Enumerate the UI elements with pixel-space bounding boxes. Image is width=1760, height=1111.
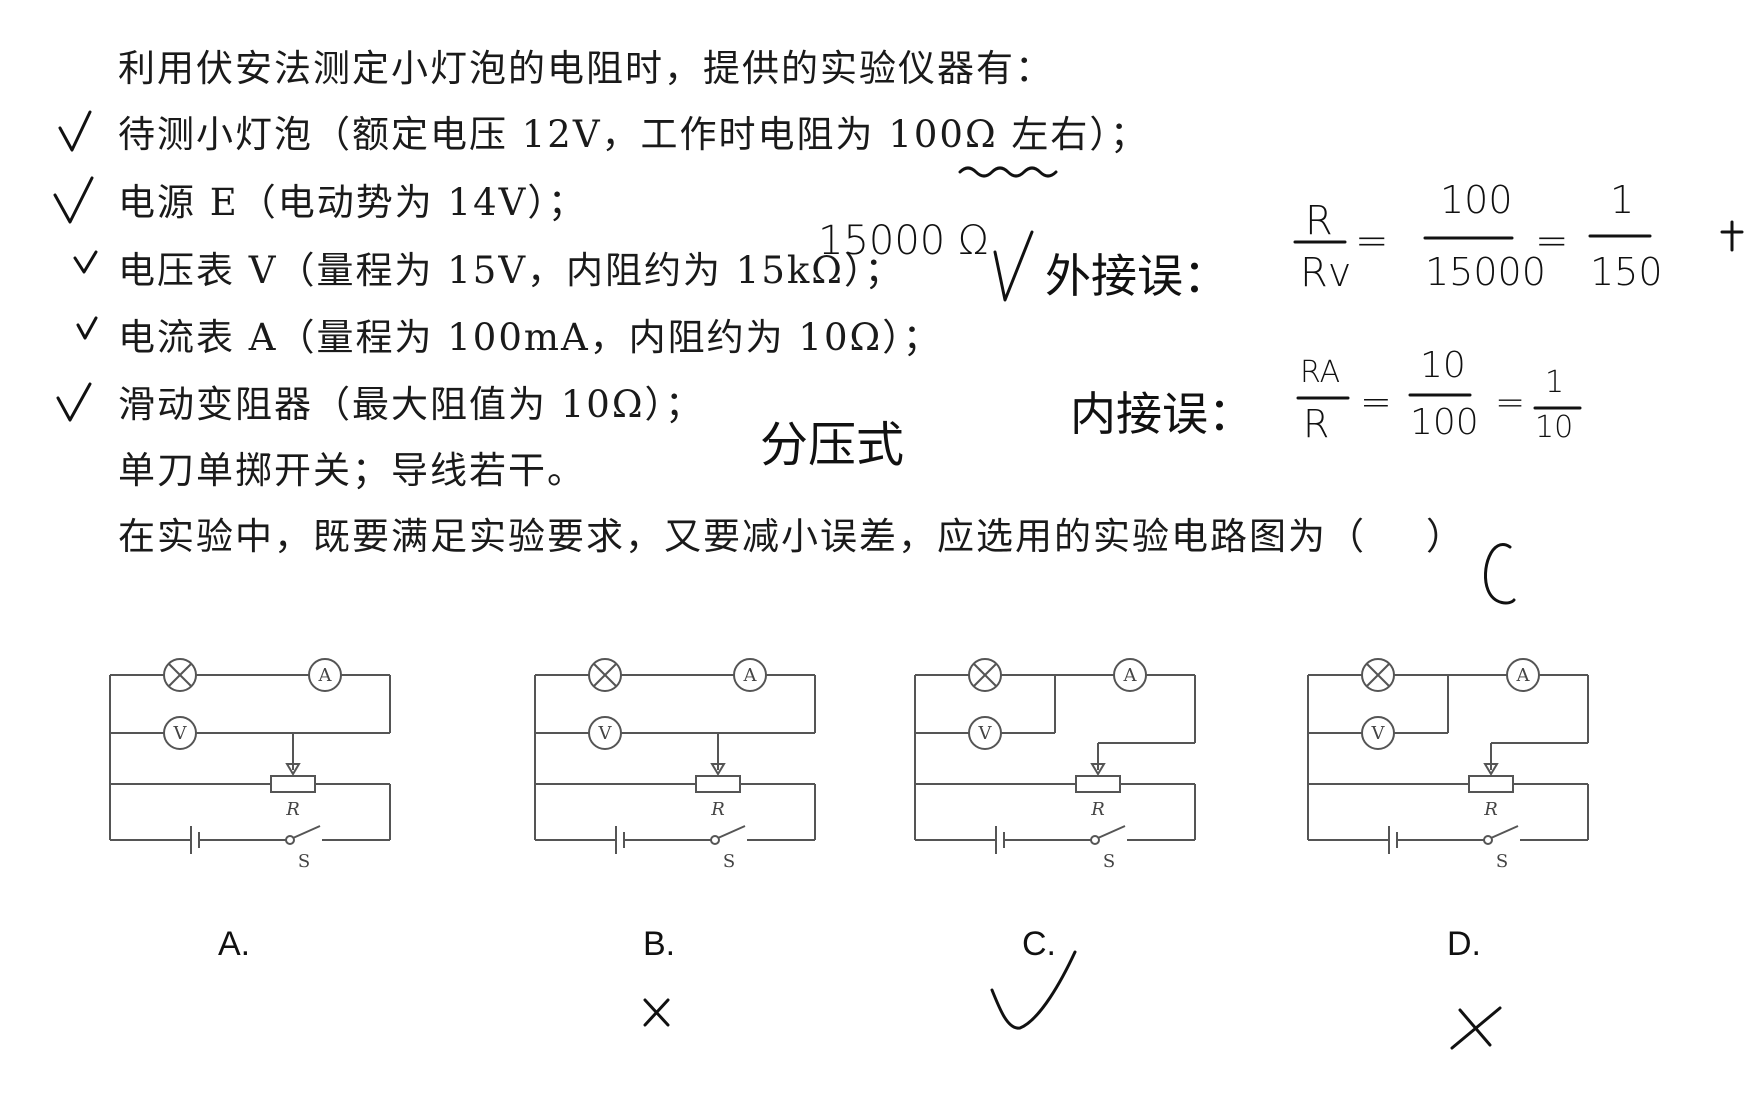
note-internal-frac2-den: 10 xyxy=(1535,410,1574,445)
item-rheostat: 滑动变阻器（最大阻值为 10Ω）； xyxy=(118,383,705,426)
switch-label: S xyxy=(298,851,310,872)
item-voltmeter: 电压表 V（量程为 15V，内阻约为 15kΩ）； xyxy=(118,249,904,292)
switch-blade xyxy=(292,825,321,839)
check-mark-2 xyxy=(53,176,94,224)
option-b-cross-2 xyxy=(643,998,670,1027)
note-internal-frac1-den: 100 xyxy=(1410,402,1479,443)
note-equals-2: = xyxy=(1535,218,1569,264)
rheostat-arrow xyxy=(710,763,726,776)
option-label-b[interactable]: B. xyxy=(643,925,676,963)
rheostat-label: R xyxy=(710,799,725,820)
note-external-frac2-num: 1 xyxy=(1610,178,1635,222)
note-equals-4: = xyxy=(1495,382,1526,423)
option-label-d[interactable]: D. xyxy=(1447,925,1481,963)
rheostat-icon xyxy=(270,775,316,793)
check-mark-3 xyxy=(73,250,98,274)
voltmeter-icon-label: V xyxy=(598,723,613,744)
note-internal-den: R xyxy=(1303,402,1330,446)
rheostat-icon xyxy=(1075,775,1121,793)
note-internal-num: RA xyxy=(1300,355,1341,390)
bulb-cross xyxy=(168,663,192,687)
answer-c-mark xyxy=(1483,543,1516,605)
switch-blade xyxy=(1490,825,1519,839)
note-internal-frac1-num: 10 xyxy=(1420,345,1466,386)
rheostat-icon xyxy=(695,775,741,793)
note-voltmeter-resistance: 15000 Ω xyxy=(818,218,989,264)
note-external-den: Rv xyxy=(1300,250,1352,296)
ammeter-icon-label: A xyxy=(1123,665,1138,686)
note-external-label: 外接误： xyxy=(1045,249,1229,303)
switch-label: S xyxy=(1103,851,1115,872)
item-ammeter: 电流表 A（量程为 100mA，内阻约为 10Ω）； xyxy=(118,316,942,359)
question-stem: 在实验中，既要满足实验要求，又要减小误差，应选用的实验电路图为（ xyxy=(118,515,1366,558)
switch-label: S xyxy=(723,851,735,872)
problem-intro: 利用伏安法测定小灯泡的电阻时，提供的实验仪器有： xyxy=(118,47,1054,90)
check-mark-4 xyxy=(76,316,98,340)
underline-squiggle xyxy=(958,166,1058,178)
switch-blade xyxy=(717,825,746,839)
switch-label: S xyxy=(1496,851,1508,872)
voltmeter-icon-label: V xyxy=(978,723,993,744)
voltmeter-icon-label: V xyxy=(173,723,188,744)
note-equals-3: = xyxy=(1360,380,1392,424)
switch-blade xyxy=(1097,825,1126,839)
item-switch: 单刀单掷开关；导线若干。 xyxy=(118,449,586,492)
note-equals-1: = xyxy=(1355,218,1389,264)
bulb-cross xyxy=(973,663,997,687)
note-external-num: R xyxy=(1305,198,1333,244)
note-external-frac1-num: 100 xyxy=(1440,178,1513,222)
ammeter-icon-label: A xyxy=(1516,665,1531,686)
switch-pivot xyxy=(710,835,720,845)
note-external-frac2-den: 150 xyxy=(1590,250,1663,294)
item-bulb: 待测小灯泡（额定电压 12V，工作时电阻为 100Ω 左右）； xyxy=(118,113,1149,156)
switch-pivot xyxy=(285,835,295,845)
note-external-frac1-den: 15000 xyxy=(1425,250,1546,294)
rheostat-label: R xyxy=(1090,799,1105,820)
switch-pivot xyxy=(1090,835,1100,845)
voltmeter-icon-label: V xyxy=(1371,723,1386,744)
option-c-check xyxy=(990,950,1077,1030)
item-source: 电源 E（电动势为 14V）； xyxy=(118,181,587,224)
ammeter-icon-label: A xyxy=(318,665,333,686)
check-external xyxy=(993,230,1034,302)
question-text: 在实验中，既要满足实验要求，又要减小误差，应选用的实验电路图为（ ） xyxy=(118,506,1465,560)
rheostat-label: R xyxy=(285,799,300,820)
rheostat-icon xyxy=(1468,775,1514,793)
rheostat-arrow xyxy=(285,763,301,776)
rheostat-arrow xyxy=(1090,763,1106,776)
bulb-cross xyxy=(1366,663,1390,687)
option-label-a[interactable]: A. xyxy=(218,925,251,963)
check-mark-1 xyxy=(58,110,92,152)
rheostat-label: R xyxy=(1483,799,1498,820)
option-d-cross-2 xyxy=(1450,1006,1502,1050)
ammeter-icon-label: A xyxy=(743,665,758,686)
note-internal-frac2-num: 1 xyxy=(1545,365,1565,400)
switch-pivot xyxy=(1483,835,1493,845)
note-internal-label: 内接误： xyxy=(1070,387,1254,441)
question-close: ） xyxy=(1426,515,1465,558)
check-mark-5 xyxy=(56,382,92,422)
option-label-c[interactable]: C. xyxy=(1022,925,1056,963)
rheostat-arrow xyxy=(1483,763,1499,776)
note-divider: 分压式 xyxy=(760,417,905,473)
bulb-cross xyxy=(593,663,617,687)
trailing-mark xyxy=(1720,220,1744,252)
